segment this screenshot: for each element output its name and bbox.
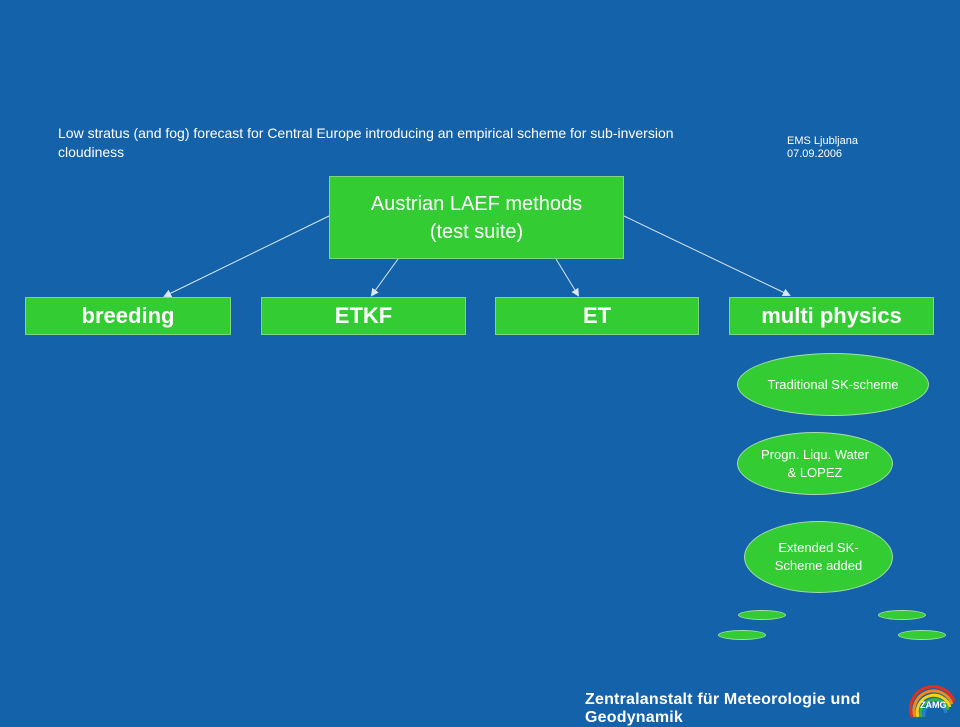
mini-ellipse-2: [878, 610, 926, 620]
scheme-progn-liqu-water-line1: Progn. Liqu. Water: [761, 446, 869, 462]
scheme-progn-liqu-water: Progn. Liqu. Water & LOPEZ: [737, 432, 893, 495]
root-node-title: Austrian LAEF methods: [370, 192, 583, 215]
institute-name: Zentralanstalt für Meteorologie und Geod…: [585, 691, 861, 726]
footer-bar: [0, 686, 960, 720]
method-node-et: ET: [495, 297, 699, 335]
event-info: EMS Ljubljana 07.09.2006: [787, 135, 858, 161]
scheme-extended-sk-line1: Extended SK-: [778, 540, 859, 555]
scheme-traditional-sk: Traditional SK-scheme: [737, 353, 929, 416]
scheme-extended-sk: Extended SK- Scheme added: [744, 521, 893, 593]
arrow-to-breeding: [163, 215, 330, 297]
event-location: EMS Ljubljana: [787, 135, 858, 147]
slide-title: Low stratus (and fog) forecast for Centr…: [58, 125, 674, 160]
zamg-logo-text: ZAMG: [920, 700, 947, 710]
arrow-to-multi-physics: [623, 215, 791, 297]
event-date: 07.09.2006: [787, 148, 843, 160]
scheme-traditional-sk-label: Traditional SK-scheme: [767, 376, 899, 392]
zamg-logo-icon: ZAMG: [909, 685, 956, 718]
method-node-multi-physics: multi physics: [729, 297, 934, 335]
mini-ellipse-4: [898, 630, 946, 640]
root-node-laef-methods: Austrian LAEF methods (test suite): [329, 176, 624, 259]
arrow-to-etkf: [370, 258, 399, 297]
method-node-etkf: ETKF: [261, 297, 466, 335]
scheme-progn-liqu-water-line2: & LOPEZ: [787, 464, 843, 480]
arrow-to-et: [555, 258, 580, 297]
scheme-extended-sk-line2: Scheme added: [774, 558, 863, 573]
mini-ellipse-3: [718, 630, 766, 640]
method-node-breeding: breeding: [25, 297, 231, 335]
root-node-subtitle: (test suite): [429, 220, 524, 243]
mini-ellipse-1: [738, 610, 786, 620]
